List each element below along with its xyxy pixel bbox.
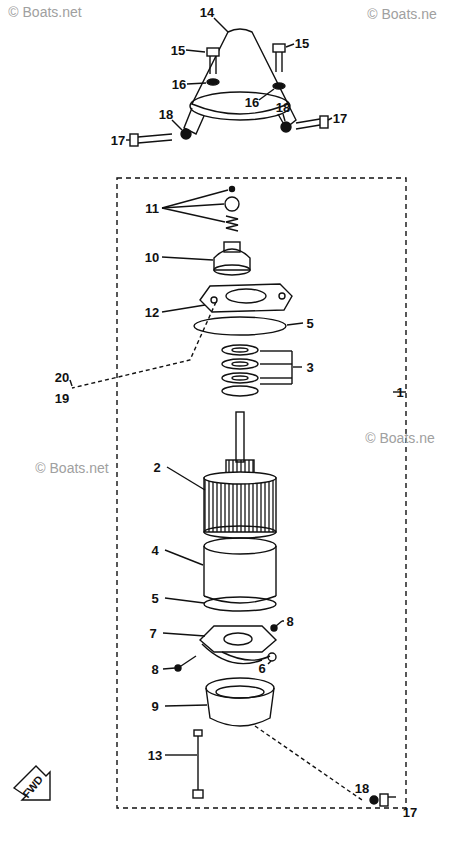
callout-number: 16 (172, 78, 186, 91)
callout-number: 6 (258, 662, 265, 675)
callout-number: 3 (306, 361, 313, 374)
callout-number: 17 (111, 134, 125, 147)
callout-number: 8 (286, 615, 293, 628)
callout-number: 13 (148, 749, 162, 762)
callout-number: 16 (245, 96, 259, 109)
callout-number: 12 (145, 306, 159, 319)
watermark: © Boats.ne (365, 431, 434, 445)
callout-number: 18 (276, 101, 290, 114)
watermark: © Boats.ne (367, 7, 436, 21)
callout-number: 9 (151, 700, 158, 713)
callout-number: 1 (396, 386, 403, 399)
callout-number: 19 (55, 392, 69, 405)
callout-number: 7 (149, 627, 156, 640)
callout-number: 15 (295, 37, 309, 50)
callout-number: 20 (55, 371, 69, 384)
callout-number: 5 (151, 592, 158, 605)
watermark: © Boats.net (35, 461, 108, 475)
callout-number: 8 (151, 663, 158, 676)
callout-number: 2 (153, 461, 160, 474)
watermark: © Boats.net (8, 5, 81, 19)
callout-number: 4 (151, 544, 158, 557)
callout-number: 17 (403, 806, 417, 819)
callout-number: 11 (145, 202, 159, 215)
callout-number: 14 (200, 6, 214, 19)
callout-number: 18 (159, 108, 173, 121)
callout-number: 18 (355, 782, 369, 795)
callout-number: 5 (306, 317, 313, 330)
callout-number: 15 (171, 44, 185, 57)
callout-number: 10 (145, 251, 159, 264)
callout-number: 17 (333, 112, 347, 125)
